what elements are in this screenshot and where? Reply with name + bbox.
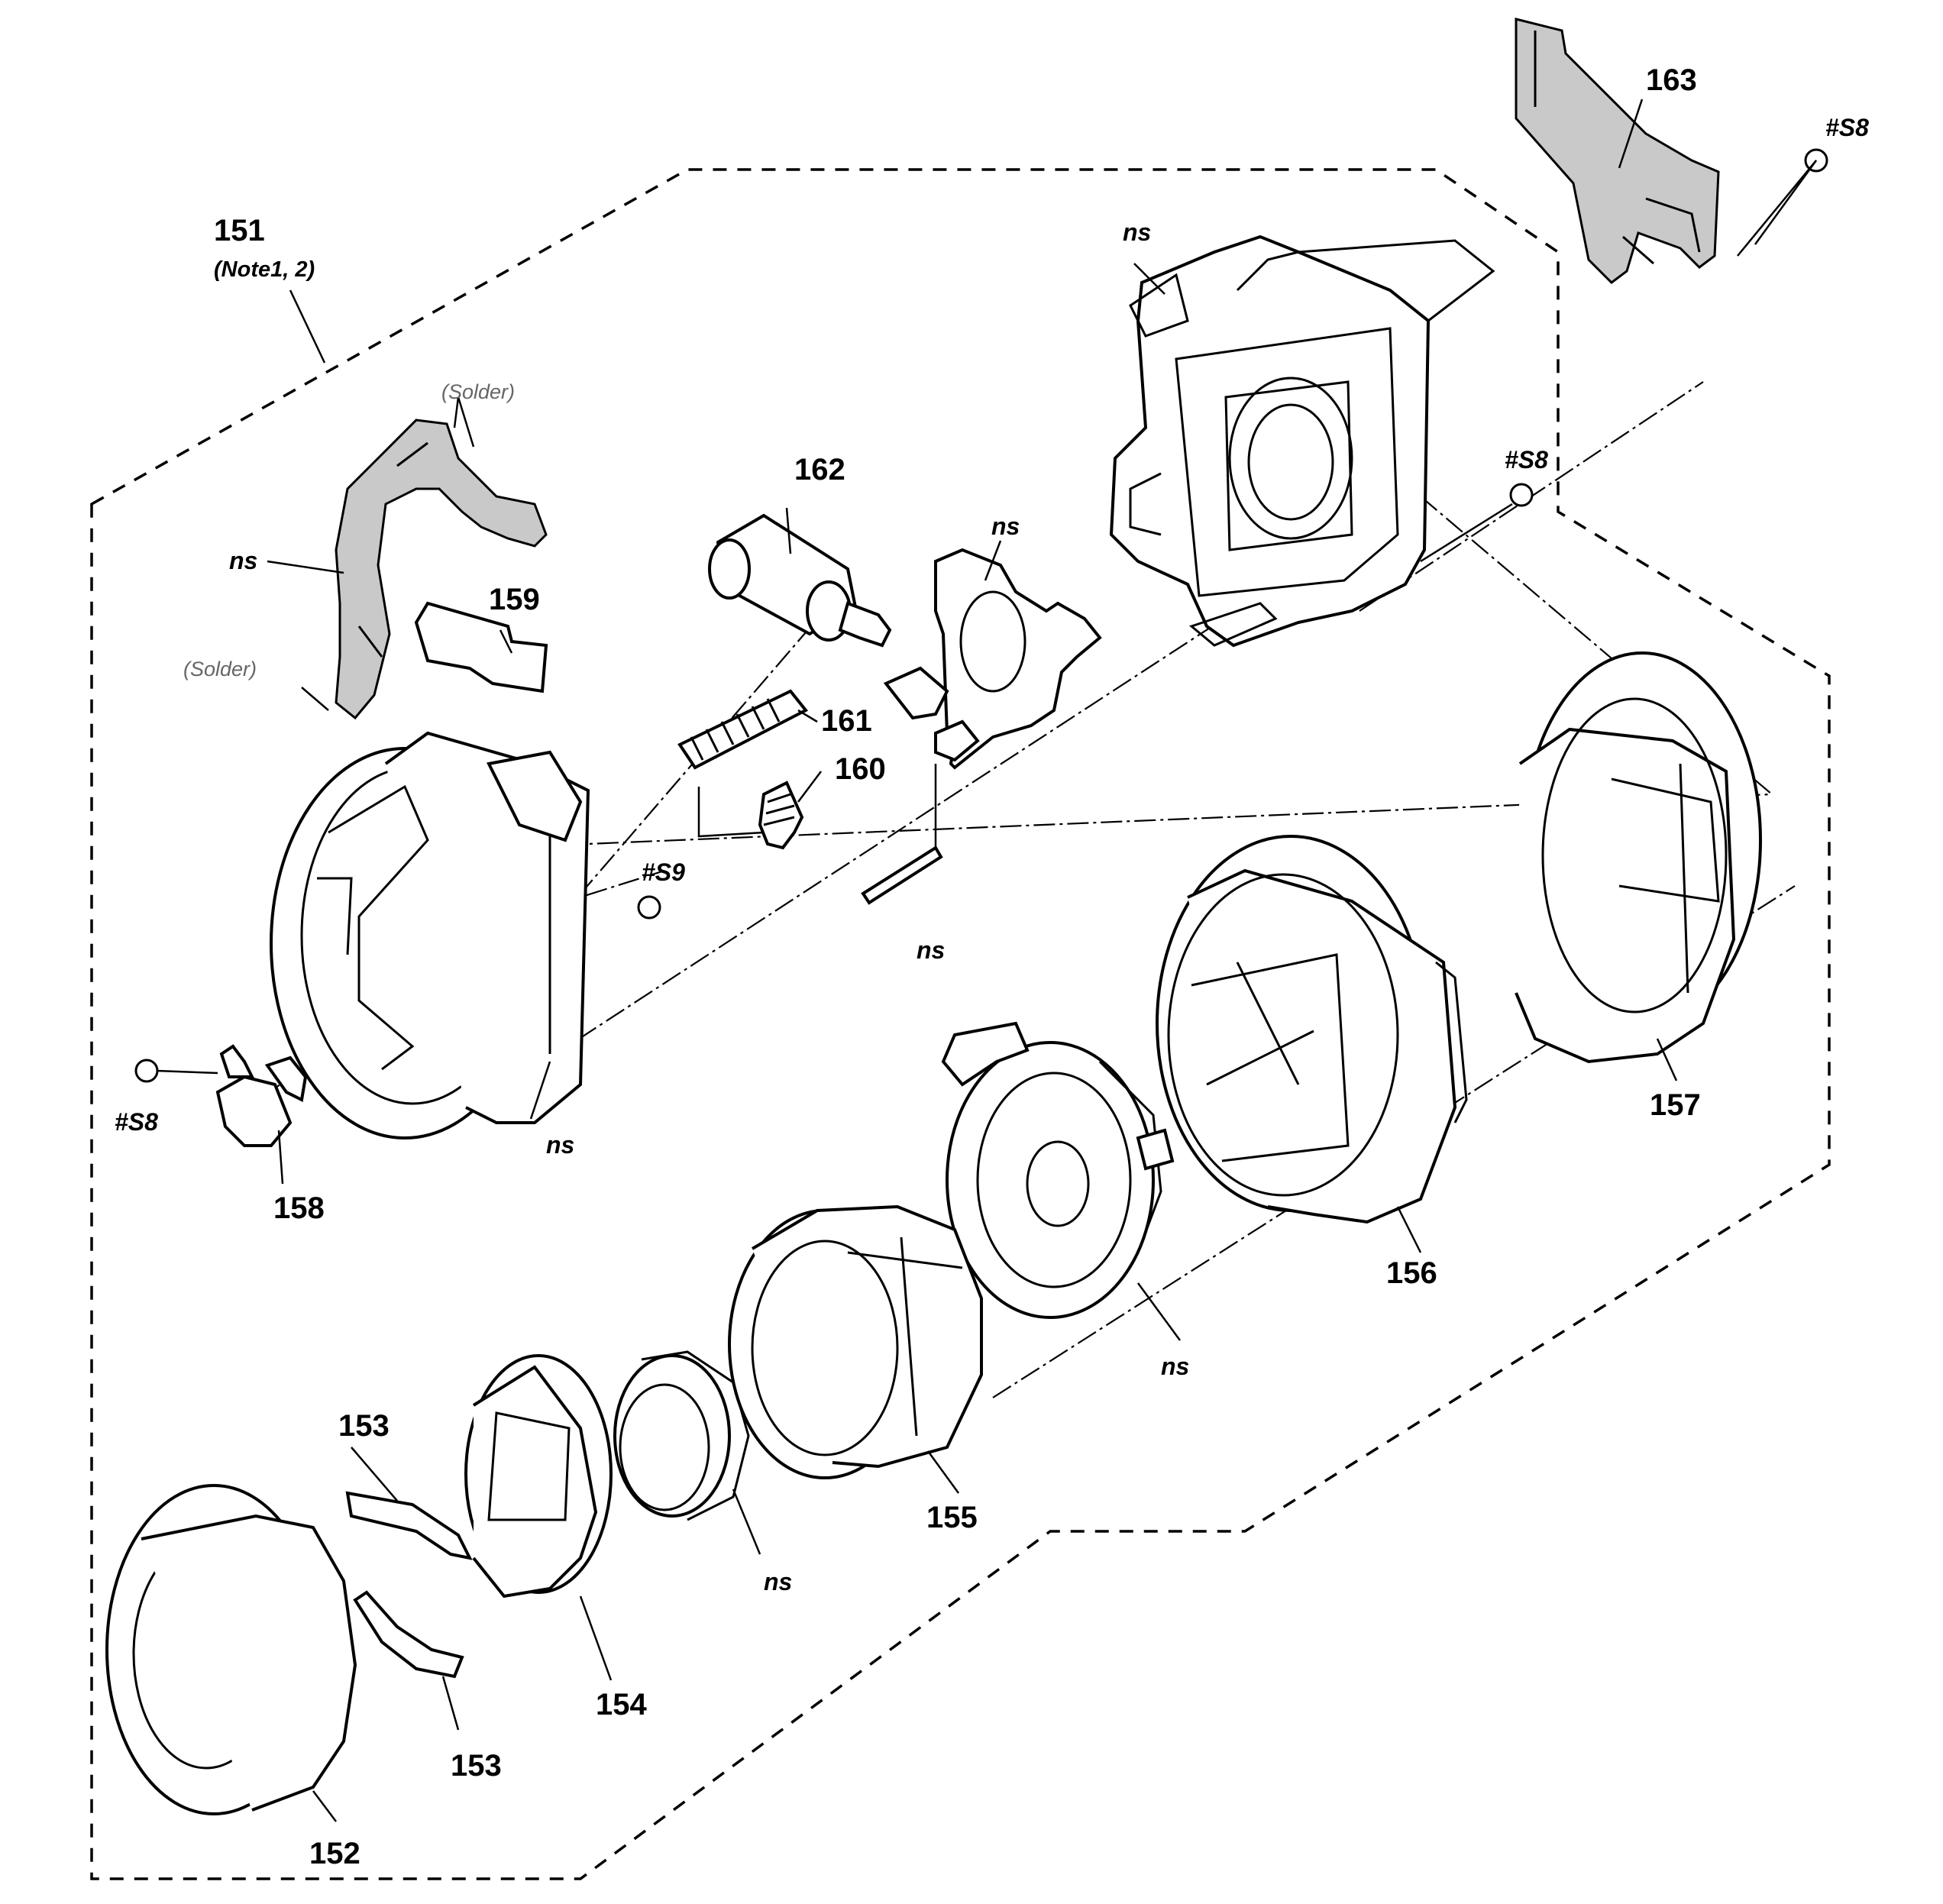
- part-ns-base-frame: [270, 731, 590, 1139]
- screw-s9: [637, 895, 661, 920]
- label-157: 157: [1650, 1088, 1701, 1122]
- label-160: 160: [835, 752, 886, 786]
- label-153-bottom: 153: [451, 1749, 502, 1783]
- part-160-gear-shaft: [697, 781, 804, 850]
- part-158-sensor: [215, 1044, 308, 1147]
- part-163-bracket: [1515, 18, 1720, 284]
- part-161-spring: [677, 689, 809, 770]
- part-155-cam-barrel: [728, 1204, 983, 1479]
- part-ns-flex-board: [335, 419, 548, 720]
- label-161: 161: [821, 704, 872, 738]
- part-labels: 151 (Note1, 2) 163 #S8 ns #S8 (Solder) 1…: [115, 63, 1869, 1870]
- label-151-note: (Note1, 2): [214, 257, 315, 282]
- label-ns-base: ns: [546, 1131, 574, 1159]
- label-s8-left: #S8: [115, 1108, 158, 1136]
- part-ns-rear-frame: [1109, 234, 1495, 648]
- label-159: 159: [489, 583, 540, 616]
- part-156-gear-ring: [1156, 835, 1468, 1224]
- part-159-sheet: [414, 601, 548, 693]
- part-ns-bracket: [883, 548, 1102, 770]
- part-162-motor: [708, 513, 892, 648]
- part-153-strip-top: [345, 1491, 473, 1560]
- label-ns-spring: ns: [917, 936, 945, 964]
- label-156: 156: [1386, 1256, 1437, 1290]
- label-ns-ring-mid: ns: [1161, 1353, 1189, 1380]
- label-s9: #S9: [642, 858, 685, 886]
- leader-lines: [267, 99, 1678, 1822]
- part-ns-middle-ring: [941, 1021, 1175, 1319]
- label-163: 163: [1646, 63, 1697, 97]
- label-158: 158: [273, 1191, 325, 1225]
- label-162: 162: [794, 453, 845, 487]
- label-155: 155: [926, 1501, 978, 1534]
- part-157-ring: [1515, 651, 1762, 1064]
- label-151: 151: [214, 214, 265, 247]
- label-ns-flex: ns: [229, 547, 257, 574]
- label-solder-left: (Solder): [183, 658, 257, 680]
- label-153-top: 153: [338, 1409, 390, 1443]
- part-152-front-ring: [105, 1484, 357, 1815]
- label-solder-top: (Solder): [441, 380, 515, 403]
- label-ns-bracket: ns: [991, 512, 1020, 540]
- part-ns-small-spring: [861, 764, 943, 905]
- screw-s8-left: [134, 1059, 218, 1083]
- part-153-strip-bottom: [353, 1590, 464, 1679]
- label-s8-middle-right: #S8: [1505, 446, 1548, 474]
- part-ns-lens-group: [613, 1350, 750, 1521]
- label-s8-top-right: #S8: [1825, 114, 1869, 141]
- screw-s8-top: [1737, 148, 1828, 257]
- assembly-boundary-151: [90, 168, 1831, 1880]
- label-ns-frame-top: ns: [1123, 218, 1151, 246]
- screw-s8-middle: [1420, 483, 1534, 563]
- label-152: 152: [309, 1837, 360, 1870]
- label-ns-lens-group: ns: [764, 1568, 792, 1595]
- part-154-shutter-plate: [464, 1354, 613, 1599]
- label-154: 154: [596, 1688, 647, 1721]
